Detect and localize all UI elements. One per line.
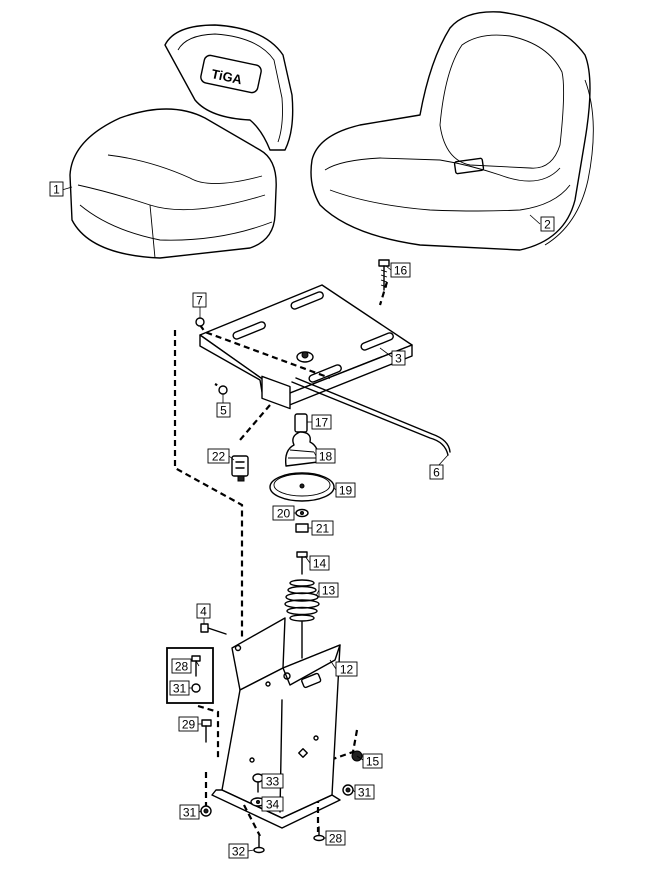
svg-text:5: 5: [220, 404, 227, 418]
callout-31-inset: 31: [169, 680, 190, 696]
lever-rod-6: [291, 377, 451, 456]
svg-text:17: 17: [315, 416, 329, 430]
callout-29: 29: [178, 716, 199, 732]
bolt-4: [200, 623, 227, 635]
svg-text:15: 15: [366, 755, 380, 769]
callout-5: 5: [216, 402, 231, 418]
svg-text:7: 7: [196, 294, 203, 308]
callout-31-right: 31: [354, 784, 375, 800]
callout-1: 1: [49, 181, 64, 197]
callout-19: 19: [335, 482, 356, 498]
switch-22: [231, 455, 249, 482]
callout-32: 32: [228, 843, 249, 859]
callout-15: 15: [362, 753, 383, 769]
callout-28-inset: 28: [171, 658, 192, 674]
spring-13: [284, 579, 320, 659]
callout-12: 12: [335, 661, 358, 677]
svg-text:33: 33: [266, 775, 280, 789]
callout-33: 33: [261, 773, 284, 789]
callout-34: 34: [261, 796, 284, 812]
callout-2: 2: [540, 216, 555, 232]
detail-inset-frame: [166, 647, 214, 704]
svg-text:28: 28: [329, 832, 343, 846]
disc-19: [269, 472, 335, 502]
callout-18: 18: [315, 448, 336, 464]
callout-28-bottom: 28: [325, 830, 346, 846]
svg-text:12: 12: [340, 663, 354, 677]
svg-text:1: 1: [53, 183, 60, 197]
callout-16: 16: [390, 262, 411, 278]
svg-text:28: 28: [175, 660, 189, 674]
callout-21: 21: [311, 520, 334, 536]
nut-7: [195, 317, 205, 327]
svg-text:21: 21: [316, 522, 330, 536]
svg-text:2: 2: [544, 218, 551, 232]
nut-31-inset: [191, 683, 201, 693]
callout-13: 13: [318, 582, 339, 598]
callout-20: 20: [272, 505, 295, 521]
svg-text:31: 31: [358, 786, 372, 800]
svg-text:32: 32: [232, 845, 246, 859]
svg-text:13: 13: [322, 584, 336, 598]
seat-plate-3: [199, 284, 413, 410]
nut-21: [295, 523, 309, 533]
bolt-14: [296, 551, 308, 575]
callout-3: 3: [391, 350, 406, 366]
svg-text:19: 19: [339, 484, 353, 498]
callouts: 1 2 16 7 3 5 17 6 22 18 19 20 21 14 13 4…: [49, 181, 555, 859]
svg-text:6: 6: [433, 466, 440, 480]
washer-20: [295, 508, 309, 518]
svg-text:20: 20: [277, 507, 291, 521]
svg-text:31: 31: [183, 806, 197, 820]
seat-logo: TiGA: [200, 54, 262, 94]
spacer-17: [294, 413, 308, 433]
logo-text: TiGA: [210, 66, 244, 87]
bolt-16: [378, 259, 390, 291]
rubber-boot-18: [284, 431, 320, 467]
svg-text:3: 3: [395, 352, 402, 366]
svg-text:4: 4: [200, 605, 207, 619]
callout-4: 4: [196, 603, 211, 619]
svg-text:14: 14: [313, 557, 327, 571]
nut-31-left: [200, 805, 212, 817]
support-bracket-12: [211, 617, 341, 829]
svg-text:34: 34: [266, 798, 280, 812]
bolt-29: [201, 719, 212, 743]
nut-5: [218, 385, 228, 395]
callout-17: 17: [311, 414, 332, 430]
callout-7: 7: [192, 292, 207, 308]
callout-22: 22: [207, 448, 230, 464]
seat-2: [310, 11, 594, 251]
bolt-32: [253, 835, 265, 854]
callout-6: 6: [429, 464, 444, 480]
svg-text:16: 16: [394, 264, 408, 278]
callout-14: 14: [309, 555, 330, 571]
svg-text:18: 18: [319, 450, 333, 464]
svg-text:29: 29: [182, 718, 196, 732]
callout-31-left: 31: [179, 804, 200, 820]
svg-text:31: 31: [173, 682, 187, 696]
svg-text:22: 22: [212, 450, 226, 464]
seat-1: TiGA: [69, 24, 294, 259]
bolt-28-bottom: [313, 826, 325, 842]
nut-31-right: [342, 784, 354, 796]
